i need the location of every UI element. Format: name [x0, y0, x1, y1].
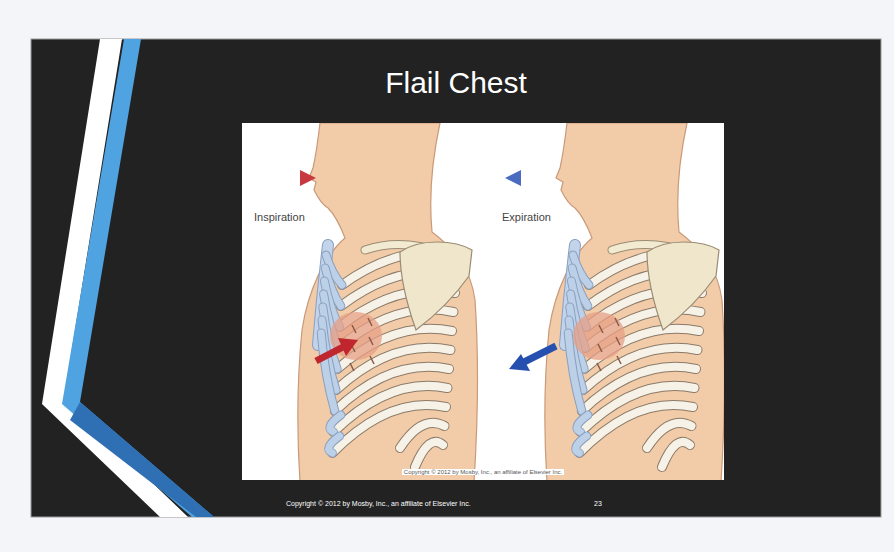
torso-figure: [298, 123, 478, 480]
slide-background: [31, 39, 881, 517]
blue-stripe: [62, 39, 214, 517]
phase-label: Inspiration: [254, 211, 305, 223]
blue-stripe-shade: [70, 402, 214, 517]
phase-label: Expiration: [502, 211, 551, 223]
torso-figure: [545, 123, 724, 480]
slide-number: 23: [594, 500, 602, 507]
airflow-arrows: [262, 170, 546, 186]
image-copyright: Copyright © 2012 by Mosby, Inc., an affi…: [402, 469, 564, 475]
footer-copyright: Copyright © 2012 by Mosby, Inc., an affi…: [286, 500, 471, 507]
slide-title: Flail Chest: [385, 66, 527, 100]
chest-wall-arrows: [316, 338, 556, 371]
